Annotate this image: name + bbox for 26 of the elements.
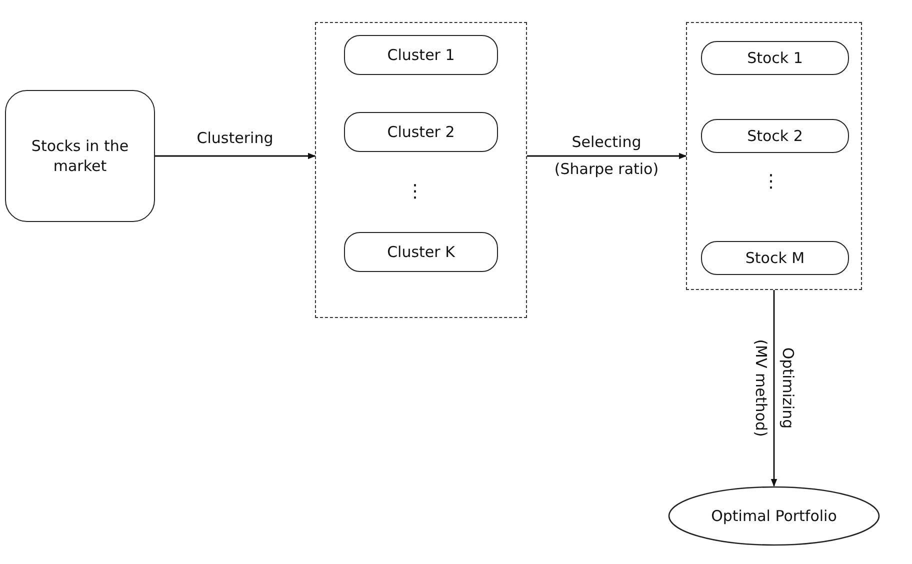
edge-label: Optimizing (MV method) (751, 338, 798, 439)
dashed-group-box (315, 22, 527, 318)
vertical-ellipsis: ⋮ (762, 173, 780, 191)
arrow (155, 152, 316, 160)
edge-label: Clustering (196, 128, 274, 148)
node-text: Cluster K (387, 242, 455, 262)
process-box (344, 112, 498, 152)
edge-label: Selecting (Sharpe ratio) (553, 132, 660, 180)
process-box (344, 232, 498, 272)
node-text: Cluster 2 (387, 122, 455, 142)
terminal-ellipse (668, 486, 880, 546)
node-text: Stock 2 (747, 126, 803, 146)
arrow (770, 290, 778, 487)
process-box (701, 41, 849, 75)
process-box (701, 119, 849, 153)
node-text: Cluster 1 (387, 44, 455, 66)
dashed-group-box (686, 22, 862, 290)
arrow (527, 152, 687, 160)
process-box (701, 241, 849, 275)
node-text: Optimal Portfolio (711, 506, 837, 526)
vertical-ellipsis: ⋮ (406, 183, 424, 201)
process-box (5, 90, 155, 222)
node-text: Stock M (745, 248, 805, 268)
node-text: Stock 1 (747, 48, 803, 68)
node-text: Stocks in the market (30, 136, 130, 176)
process-box (344, 35, 498, 75)
